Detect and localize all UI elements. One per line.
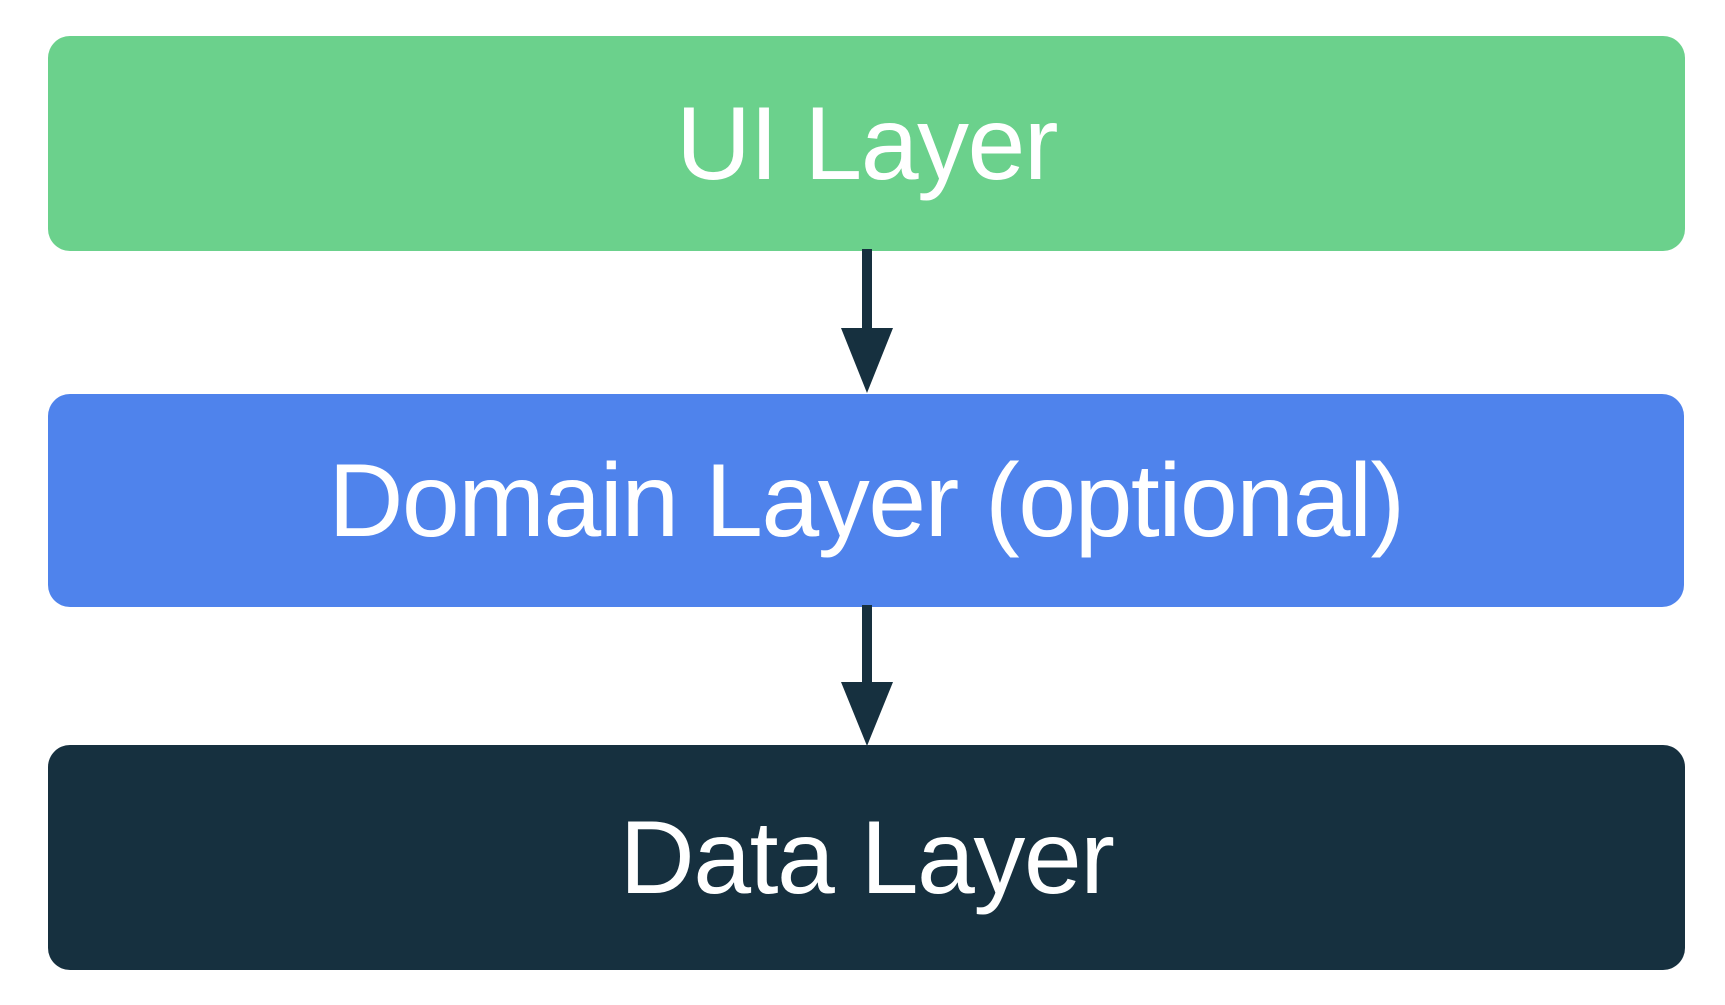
arrow-domain-layer-to-data-layer bbox=[836, 605, 898, 747]
node-ui-layer[interactable]: UI Layer bbox=[48, 36, 1685, 251]
arrow-ui-layer-to-domain-layer bbox=[836, 249, 898, 395]
node-data-layer[interactable]: Data Layer bbox=[48, 745, 1685, 970]
node-domain-layer-label: Domain Layer (optional) bbox=[328, 442, 1405, 559]
node-domain-layer[interactable]: Domain Layer (optional) bbox=[48, 394, 1684, 607]
node-ui-layer-label: UI Layer bbox=[675, 85, 1059, 202]
node-data-layer-label: Data Layer bbox=[619, 799, 1115, 916]
down-arrow-icon bbox=[841, 605, 893, 746]
down-arrow-icon bbox=[841, 249, 893, 393]
